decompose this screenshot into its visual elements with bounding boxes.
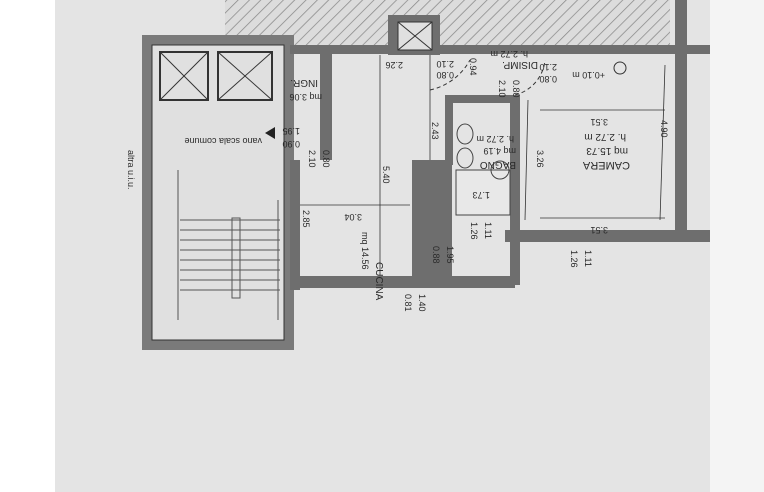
- entrance-arrow-icon: [265, 127, 275, 139]
- other-unit-label: altra u.i.u.: [126, 150, 136, 190]
- disimpegno-dim: 0.80: [436, 70, 454, 80]
- cucina-dim: 1.40: [417, 294, 427, 312]
- background: [710, 0, 764, 492]
- stair-block: [142, 35, 294, 350]
- ingresso-name: INGR.: [290, 77, 318, 88]
- cucina-dim: 0.81: [403, 294, 413, 312]
- disimpegno-name: DISIMP.: [502, 59, 538, 70]
- apartment-walls: [290, 0, 710, 290]
- ingresso-dim: 1.95: [282, 126, 300, 136]
- stair-label: vano scala comune: [184, 136, 262, 146]
- camera-dim: 3.26: [535, 150, 545, 168]
- cucina-dim: 3.04: [344, 212, 362, 222]
- camera-dim: 3.51: [590, 117, 608, 127]
- ingresso-dim: 0.80: [321, 150, 331, 168]
- bagno-name: BAGNO: [480, 159, 516, 170]
- cucina-area: mq 14.56: [360, 232, 370, 270]
- cucina-name: CUCINA: [373, 262, 384, 301]
- cucina-dim: 2.26: [385, 60, 403, 70]
- dimension-lines: [300, 55, 666, 275]
- ingresso-dim: 0.90: [282, 139, 300, 149]
- bagno-height: h. 2.72 m: [476, 134, 514, 144]
- camera-height: h. 2.72 m: [584, 131, 626, 142]
- cucina-dim: 2.85: [301, 210, 311, 228]
- camera-dim: 4.90: [659, 120, 669, 138]
- bagno-dim: 1.73: [472, 190, 490, 200]
- disimpegno-dim: 0.80: [511, 80, 521, 98]
- level-label: +0.10 m: [572, 70, 605, 80]
- cucina-dim: 0.88: [431, 246, 441, 264]
- level-marker-icon: [613, 61, 627, 75]
- hatched-exterior: [225, 0, 670, 46]
- bagno-dim: 2.43: [430, 122, 440, 140]
- disimpegno-dim: 2.10: [497, 80, 507, 98]
- ingresso-area: mq 3.06: [289, 92, 322, 102]
- bagno-dim: 1.26: [469, 222, 479, 240]
- disimpegno-dim: 0.94: [468, 58, 478, 76]
- ingresso-dim: 2.10: [307, 150, 317, 168]
- disimpegno-dim: 2.10: [436, 59, 454, 69]
- camera-area: mq 15.73: [586, 145, 628, 156]
- disimpegno-height: h. 2.72 m: [490, 49, 528, 59]
- disimpegno-dim: 0.80: [539, 74, 557, 84]
- camera-dim: 3.51: [590, 225, 608, 235]
- bagno-area: mq 4.19: [483, 146, 516, 156]
- disimpegno-dim: 2.10: [539, 62, 557, 72]
- camera-dim: 1.26: [569, 250, 579, 268]
- cucina-dim: 5.40: [381, 166, 391, 184]
- cucina-dim: 1.95: [445, 246, 455, 264]
- camera-dim: 1.11: [583, 250, 593, 267]
- bagno-dim: 1.11: [483, 222, 493, 239]
- camera-name: CAMERA: [582, 159, 630, 171]
